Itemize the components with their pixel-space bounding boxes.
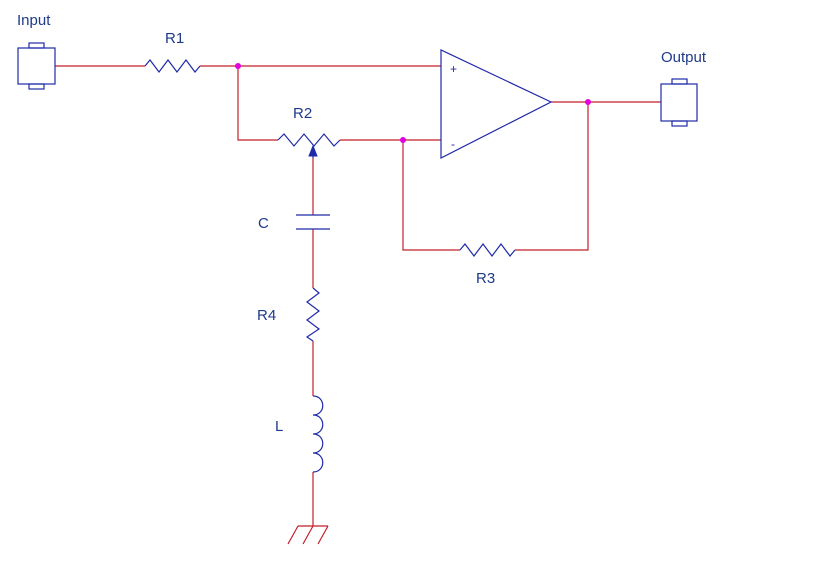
wire-r3-to-output <box>515 102 589 251</box>
wire-node-to-r2 <box>237 66 278 141</box>
opamp-plus-sign: + <box>450 62 457 76</box>
potentiometer-r2-icon[interactable] <box>277 133 341 147</box>
wire-feedback-loop <box>402 140 460 251</box>
junction-node <box>585 99 591 105</box>
output-connector-icon[interactable] <box>660 78 698 127</box>
inductor-l-icon[interactable] <box>312 395 324 473</box>
ground-icon <box>287 525 329 545</box>
junctions <box>235 63 591 143</box>
resistor-r4-icon[interactable] <box>305 287 321 342</box>
wiper-arrow-icon <box>308 144 318 157</box>
opamp-icon[interactable] <box>440 49 553 159</box>
junction-node <box>400 137 406 143</box>
l-label: L <box>275 418 283 435</box>
output-label: Output <box>661 49 707 66</box>
opamp-minus-sign: - <box>451 137 455 151</box>
r2-label: R2 <box>293 105 312 122</box>
resistor-r1-icon[interactable] <box>144 59 201 73</box>
input-connector-icon[interactable] <box>17 42 56 90</box>
capacitor-c-icon[interactable] <box>296 214 330 230</box>
r4-label: R4 <box>257 307 276 324</box>
junction-node <box>235 63 241 69</box>
r3-label: R3 <box>476 270 495 287</box>
wires <box>55 65 661 526</box>
r1-label: R1 <box>165 30 184 47</box>
c-label: C <box>258 215 269 232</box>
resistor-r3-icon[interactable] <box>459 243 516 257</box>
input-label: Input <box>17 12 51 29</box>
